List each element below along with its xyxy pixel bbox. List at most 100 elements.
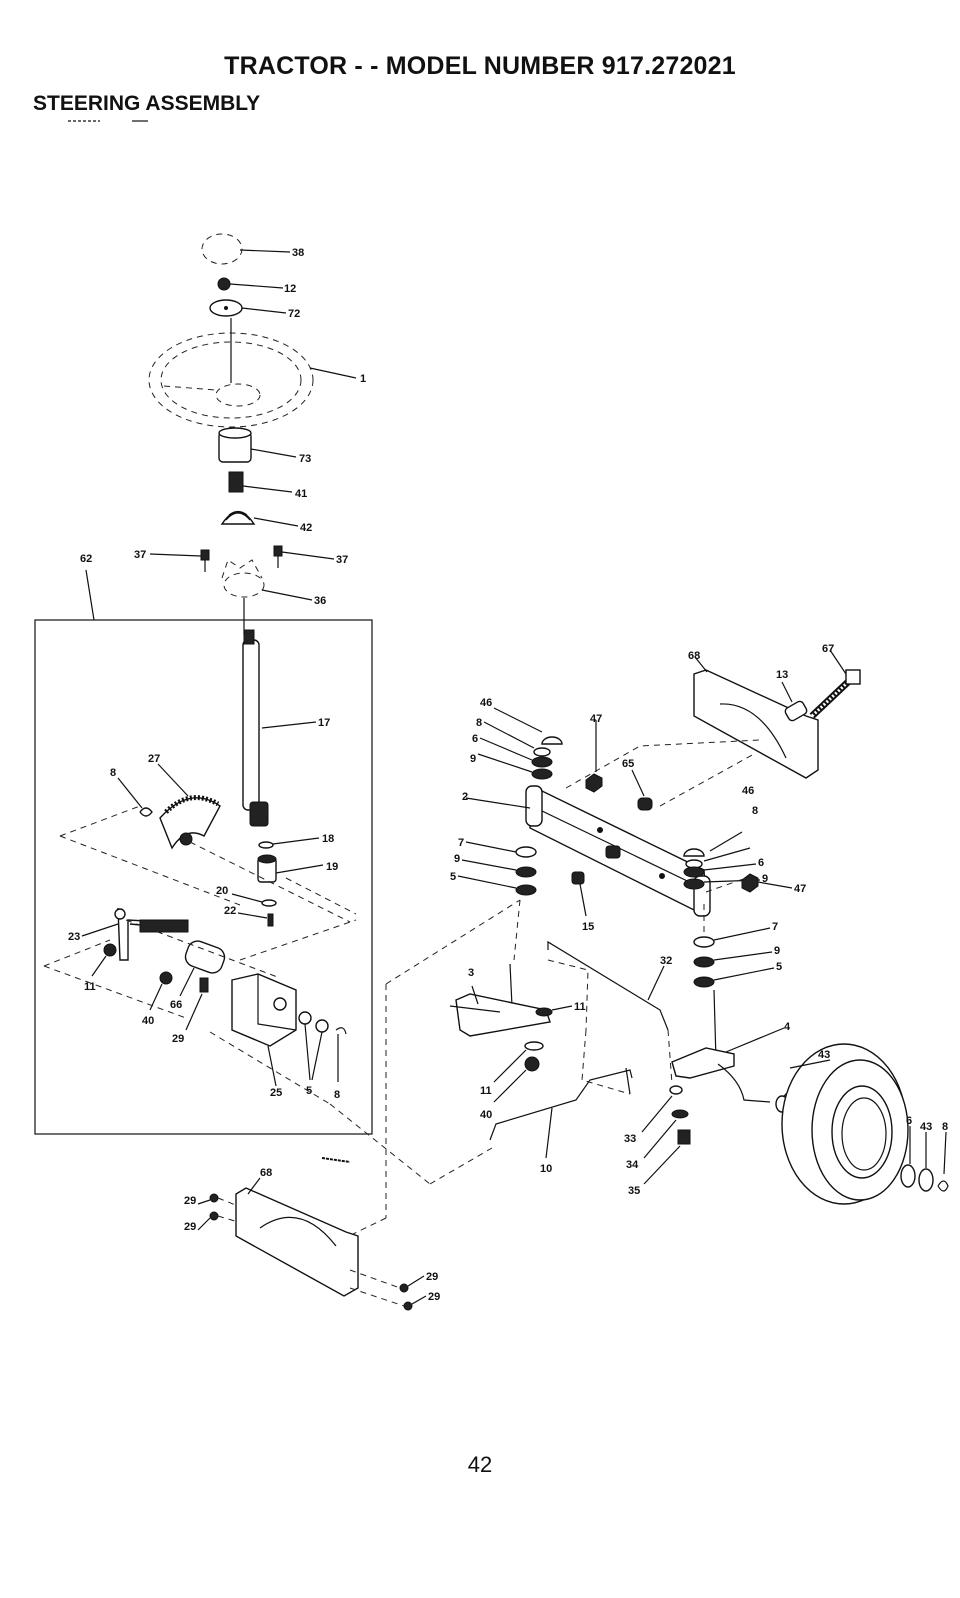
- callout-10: 10: [540, 1163, 552, 1175]
- callout-8-axle-right: 8: [752, 805, 758, 817]
- spindle-hardware-11-40: [494, 1042, 543, 1102]
- callout-33: 33: [624, 1133, 636, 1145]
- callout-38: 38: [292, 247, 304, 259]
- steering-cap-38: [202, 234, 290, 264]
- washers-5-8-inset: [299, 1012, 346, 1082]
- callout-72: 72: [288, 308, 300, 320]
- callout-9-left-lower: 9: [454, 853, 460, 865]
- tie-rod-10: [490, 1068, 632, 1158]
- mount-36: [222, 560, 312, 600]
- callout-34: 34: [626, 1159, 639, 1171]
- callout-8-axle-left: 8: [476, 717, 482, 729]
- bracket-68-bottom: [236, 1178, 358, 1296]
- callout-46-right: 46: [742, 785, 754, 797]
- spindle-4: [672, 990, 784, 1102]
- callout-18: 18: [322, 833, 334, 845]
- callout-73: 73: [299, 453, 311, 465]
- hardware-33-34-35: [642, 1086, 690, 1184]
- callout-37-left: 37: [134, 549, 146, 561]
- bolt-67: [812, 650, 860, 716]
- callout-6-axle-left: 6: [472, 733, 478, 745]
- bolts-29-bottom-right: [350, 1270, 426, 1310]
- callout-5-right: 5: [776, 961, 782, 973]
- callout-40-lower: 40: [480, 1109, 492, 1121]
- callout-27: 27: [148, 753, 160, 765]
- callout-22: 22: [224, 905, 236, 917]
- pinion-19: [258, 855, 323, 882]
- callout-6-axle-right: 6: [758, 857, 764, 869]
- callout-67: 67: [822, 643, 834, 655]
- nut-47-top: [586, 720, 602, 792]
- callout-29-bottom-left-2: 29: [184, 1221, 196, 1233]
- callout-43-wheel: 43: [818, 1049, 830, 1061]
- bolt-37-right: [274, 546, 334, 568]
- screw-22: [238, 913, 273, 926]
- scrap-mark: [322, 1158, 350, 1162]
- nut-11-left: [92, 944, 116, 976]
- callout-37-right: 37: [336, 554, 348, 566]
- callout-68-bottom: 68: [260, 1167, 272, 1179]
- shaft-23: [82, 908, 188, 960]
- callout-8-inset: 8: [110, 767, 116, 779]
- drag-link-32: [548, 942, 668, 1030]
- callout-23: 23: [68, 931, 80, 943]
- callout-29-bottom-right-1: 29: [426, 1271, 438, 1283]
- callout-41: 41: [295, 488, 307, 500]
- inset-box: [35, 620, 372, 1134]
- callout-66: 66: [170, 999, 182, 1011]
- nut-12: [218, 278, 283, 290]
- callout-36: 36: [314, 595, 326, 607]
- callout-35: 35: [628, 1185, 640, 1197]
- callout-9-axle-left: 9: [470, 753, 476, 765]
- axle-2: [466, 786, 710, 916]
- spacer-65: [632, 770, 652, 810]
- washer-72: [210, 300, 286, 316]
- callout-8-inset-right: 8: [334, 1089, 340, 1101]
- callout-4: 4: [784, 1021, 791, 1033]
- steering-shaft-17: [243, 598, 316, 826]
- page-number: 42: [0, 1452, 960, 1478]
- sector-gear-27: [158, 764, 220, 848]
- callout-7-left: 7: [458, 837, 464, 849]
- callout-11-lower: 11: [480, 1085, 492, 1097]
- callout-47-right: 47: [794, 883, 806, 895]
- callout-46-left: 46: [480, 697, 492, 709]
- nut-11-spindle: [536, 1006, 572, 1016]
- callout-7-right: 7: [772, 921, 778, 933]
- callout-43-wheel-outer: 43: [920, 1121, 932, 1133]
- bushing-73: [219, 428, 296, 462]
- callout-32: 32: [660, 955, 672, 967]
- callout-13: 13: [776, 669, 788, 681]
- callout-5-inset: 5: [306, 1085, 312, 1097]
- callout-42: 42: [300, 522, 312, 534]
- callout-6-wheel: 6: [906, 1115, 912, 1127]
- callout-29-inset: 29: [172, 1033, 184, 1045]
- callout-68-top: 68: [688, 650, 700, 662]
- callout-25: 25: [270, 1087, 282, 1099]
- callout-8-wheel: 8: [942, 1121, 948, 1133]
- callout-17: 17: [318, 717, 330, 729]
- steering-wheel-1: [149, 318, 356, 427]
- clip-8-left: [118, 778, 152, 816]
- callout-47-top: 47: [590, 713, 602, 725]
- callout-1: 1: [360, 373, 366, 385]
- callout-29-bottom-right-2: 29: [428, 1291, 440, 1303]
- bracket-25: [232, 974, 296, 1086]
- spindle-3: [450, 964, 550, 1036]
- boot-42: [222, 512, 298, 527]
- callout-2: 2: [462, 791, 468, 803]
- bolt-37-left: [150, 550, 209, 572]
- callout-11-inset: 11: [84, 981, 96, 993]
- callout-3: 3: [468, 967, 474, 979]
- adapter-41: [229, 472, 292, 492]
- callout-29-bottom-left-1: 29: [184, 1195, 196, 1207]
- callout-15: 15: [582, 921, 594, 933]
- callout-5-left: 5: [450, 871, 456, 883]
- nut-40-left: [150, 972, 172, 1010]
- callout-65: 65: [622, 758, 634, 770]
- washer-18: [259, 838, 319, 848]
- callout-19: 19: [326, 861, 338, 873]
- callout-9-right-lower: 9: [774, 945, 780, 957]
- steering-assembly-diagram: 38 12 72 1 73 41 42 62 37 37 36 17 8 27 …: [0, 0, 960, 1440]
- callout-40-inset: 40: [142, 1015, 154, 1027]
